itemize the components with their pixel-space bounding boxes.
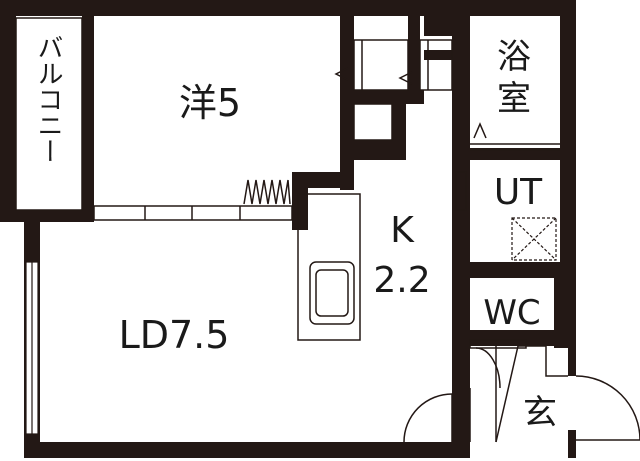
entrance-doors	[403, 347, 640, 443]
room-label-toilet: WC	[483, 293, 540, 333]
room-label-kitchen-name: K	[390, 210, 415, 251]
entrance-step	[495, 345, 568, 443]
closet-door-arrows	[334, 67, 413, 85]
washer-space	[511, 217, 557, 261]
bath-door	[470, 122, 560, 151]
room-label-bath-line1: 浴	[497, 37, 531, 77]
walls	[0, 0, 576, 458]
room-label-utility: UT	[494, 172, 543, 213]
ut-door	[455, 171, 467, 211]
ld-window	[25, 261, 39, 435]
room-label-kitchen-size: 2.2	[373, 260, 430, 301]
closet	[353, 39, 453, 141]
room-label-living-dining: LD7.5	[119, 313, 230, 357]
balcony-window	[15, 17, 83, 211]
sliding-partition	[93, 205, 293, 221]
room-label-western-room: 洋5	[179, 81, 241, 125]
heater-symbol	[243, 179, 291, 205]
room-label-balcony: バルコニー	[33, 34, 63, 164]
wc-door	[469, 339, 527, 349]
kitchen-counter	[297, 193, 361, 341]
room-label-entrance: 玄	[523, 393, 557, 433]
room-label-bath-line2: 室	[497, 79, 531, 119]
